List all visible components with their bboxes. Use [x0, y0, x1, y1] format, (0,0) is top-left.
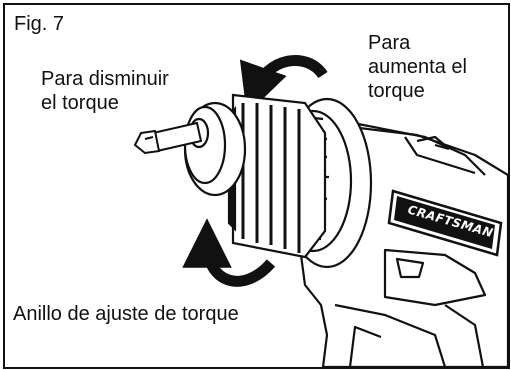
- brand-badge: [387, 189, 503, 257]
- increase-torque-line-3: torque: [368, 80, 425, 102]
- increase-torque-line-1: Para: [368, 32, 411, 54]
- increase-torque-line-2: aumenta el: [368, 56, 467, 78]
- drill-illustration: CRAFTSMAN: [133, 55, 508, 367]
- screwdriver-bit: [133, 121, 203, 155]
- figure-number: Fig. 7: [14, 13, 65, 35]
- rotate-ccw-arrow-icon: [239, 55, 328, 115]
- decrease-torque-line-1: Para disminuir: [41, 68, 169, 90]
- rotate-cw-arrow-icon: [182, 218, 276, 287]
- increase-torque-label: Para aumenta el torque: [368, 31, 467, 103]
- figure-frame: CRAFTSMAN Fig. 7 Para disminuir el torqu…: [3, 3, 510, 369]
- decrease-torque-line-2: el torque: [41, 92, 119, 114]
- torque-ring-label: Anillo de ajuste de torque: [13, 303, 239, 325]
- chuck: [183, 93, 327, 259]
- decrease-torque-label: Para disminuir el torque: [41, 67, 169, 115]
